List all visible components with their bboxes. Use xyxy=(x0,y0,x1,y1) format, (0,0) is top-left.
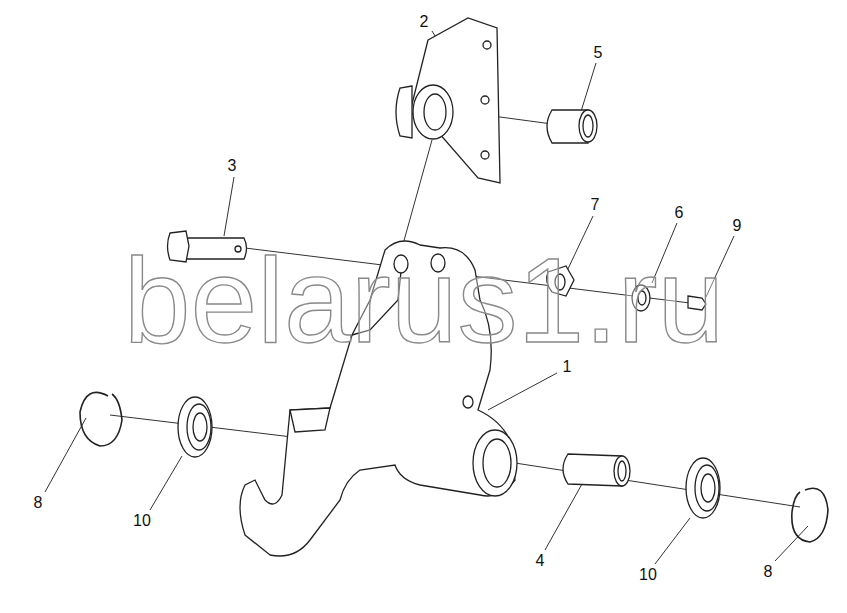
leader-line xyxy=(45,418,86,492)
leader-line xyxy=(655,518,690,564)
leader-line xyxy=(545,484,582,550)
bracket-boss xyxy=(473,430,517,496)
sleeve-end xyxy=(579,110,597,142)
callout-number: 8 xyxy=(764,564,773,580)
bearing-bore xyxy=(701,474,715,502)
callout-number: 5 xyxy=(594,45,603,61)
callout-number: 10 xyxy=(639,567,657,583)
plate-hole xyxy=(481,96,489,104)
bracket-boss-bore xyxy=(483,439,511,487)
circlip xyxy=(80,392,122,446)
bracket-face xyxy=(290,408,330,432)
callout-number: 7 xyxy=(591,197,600,213)
plate-hole xyxy=(483,41,491,49)
bearing-bore xyxy=(193,413,207,441)
sleeve xyxy=(563,454,622,486)
bearing xyxy=(178,397,212,457)
sleeve-bore xyxy=(618,461,626,481)
callout-number: 6 xyxy=(675,205,684,221)
callout-number: 4 xyxy=(536,553,545,569)
leader-line xyxy=(224,177,234,236)
callout-number: 10 xyxy=(133,513,151,529)
mounting-plate xyxy=(410,18,500,183)
callout-number: 2 xyxy=(420,14,429,30)
sleeve-bore xyxy=(583,115,593,137)
bearing xyxy=(686,458,720,518)
plate-boss xyxy=(413,85,453,139)
plate-boss xyxy=(396,86,412,138)
callout-number: 3 xyxy=(228,158,237,174)
leader-line xyxy=(150,456,182,510)
leader-line xyxy=(488,373,557,410)
watermark: belarus1.ru xyxy=(124,240,724,360)
axis-line xyxy=(515,463,800,507)
bearing-ring xyxy=(187,404,211,450)
plate-hole xyxy=(481,151,489,159)
leader-line xyxy=(775,526,808,561)
bracket-hole xyxy=(463,396,473,408)
callout-number: 9 xyxy=(733,218,742,234)
bearing-ring xyxy=(695,465,719,511)
plate-boss-bore xyxy=(424,94,446,130)
callout-number: 8 xyxy=(34,495,43,511)
axis-line xyxy=(400,140,432,255)
sleeve-end xyxy=(614,456,630,486)
callout-number: 1 xyxy=(563,359,572,375)
circlip xyxy=(792,488,828,542)
